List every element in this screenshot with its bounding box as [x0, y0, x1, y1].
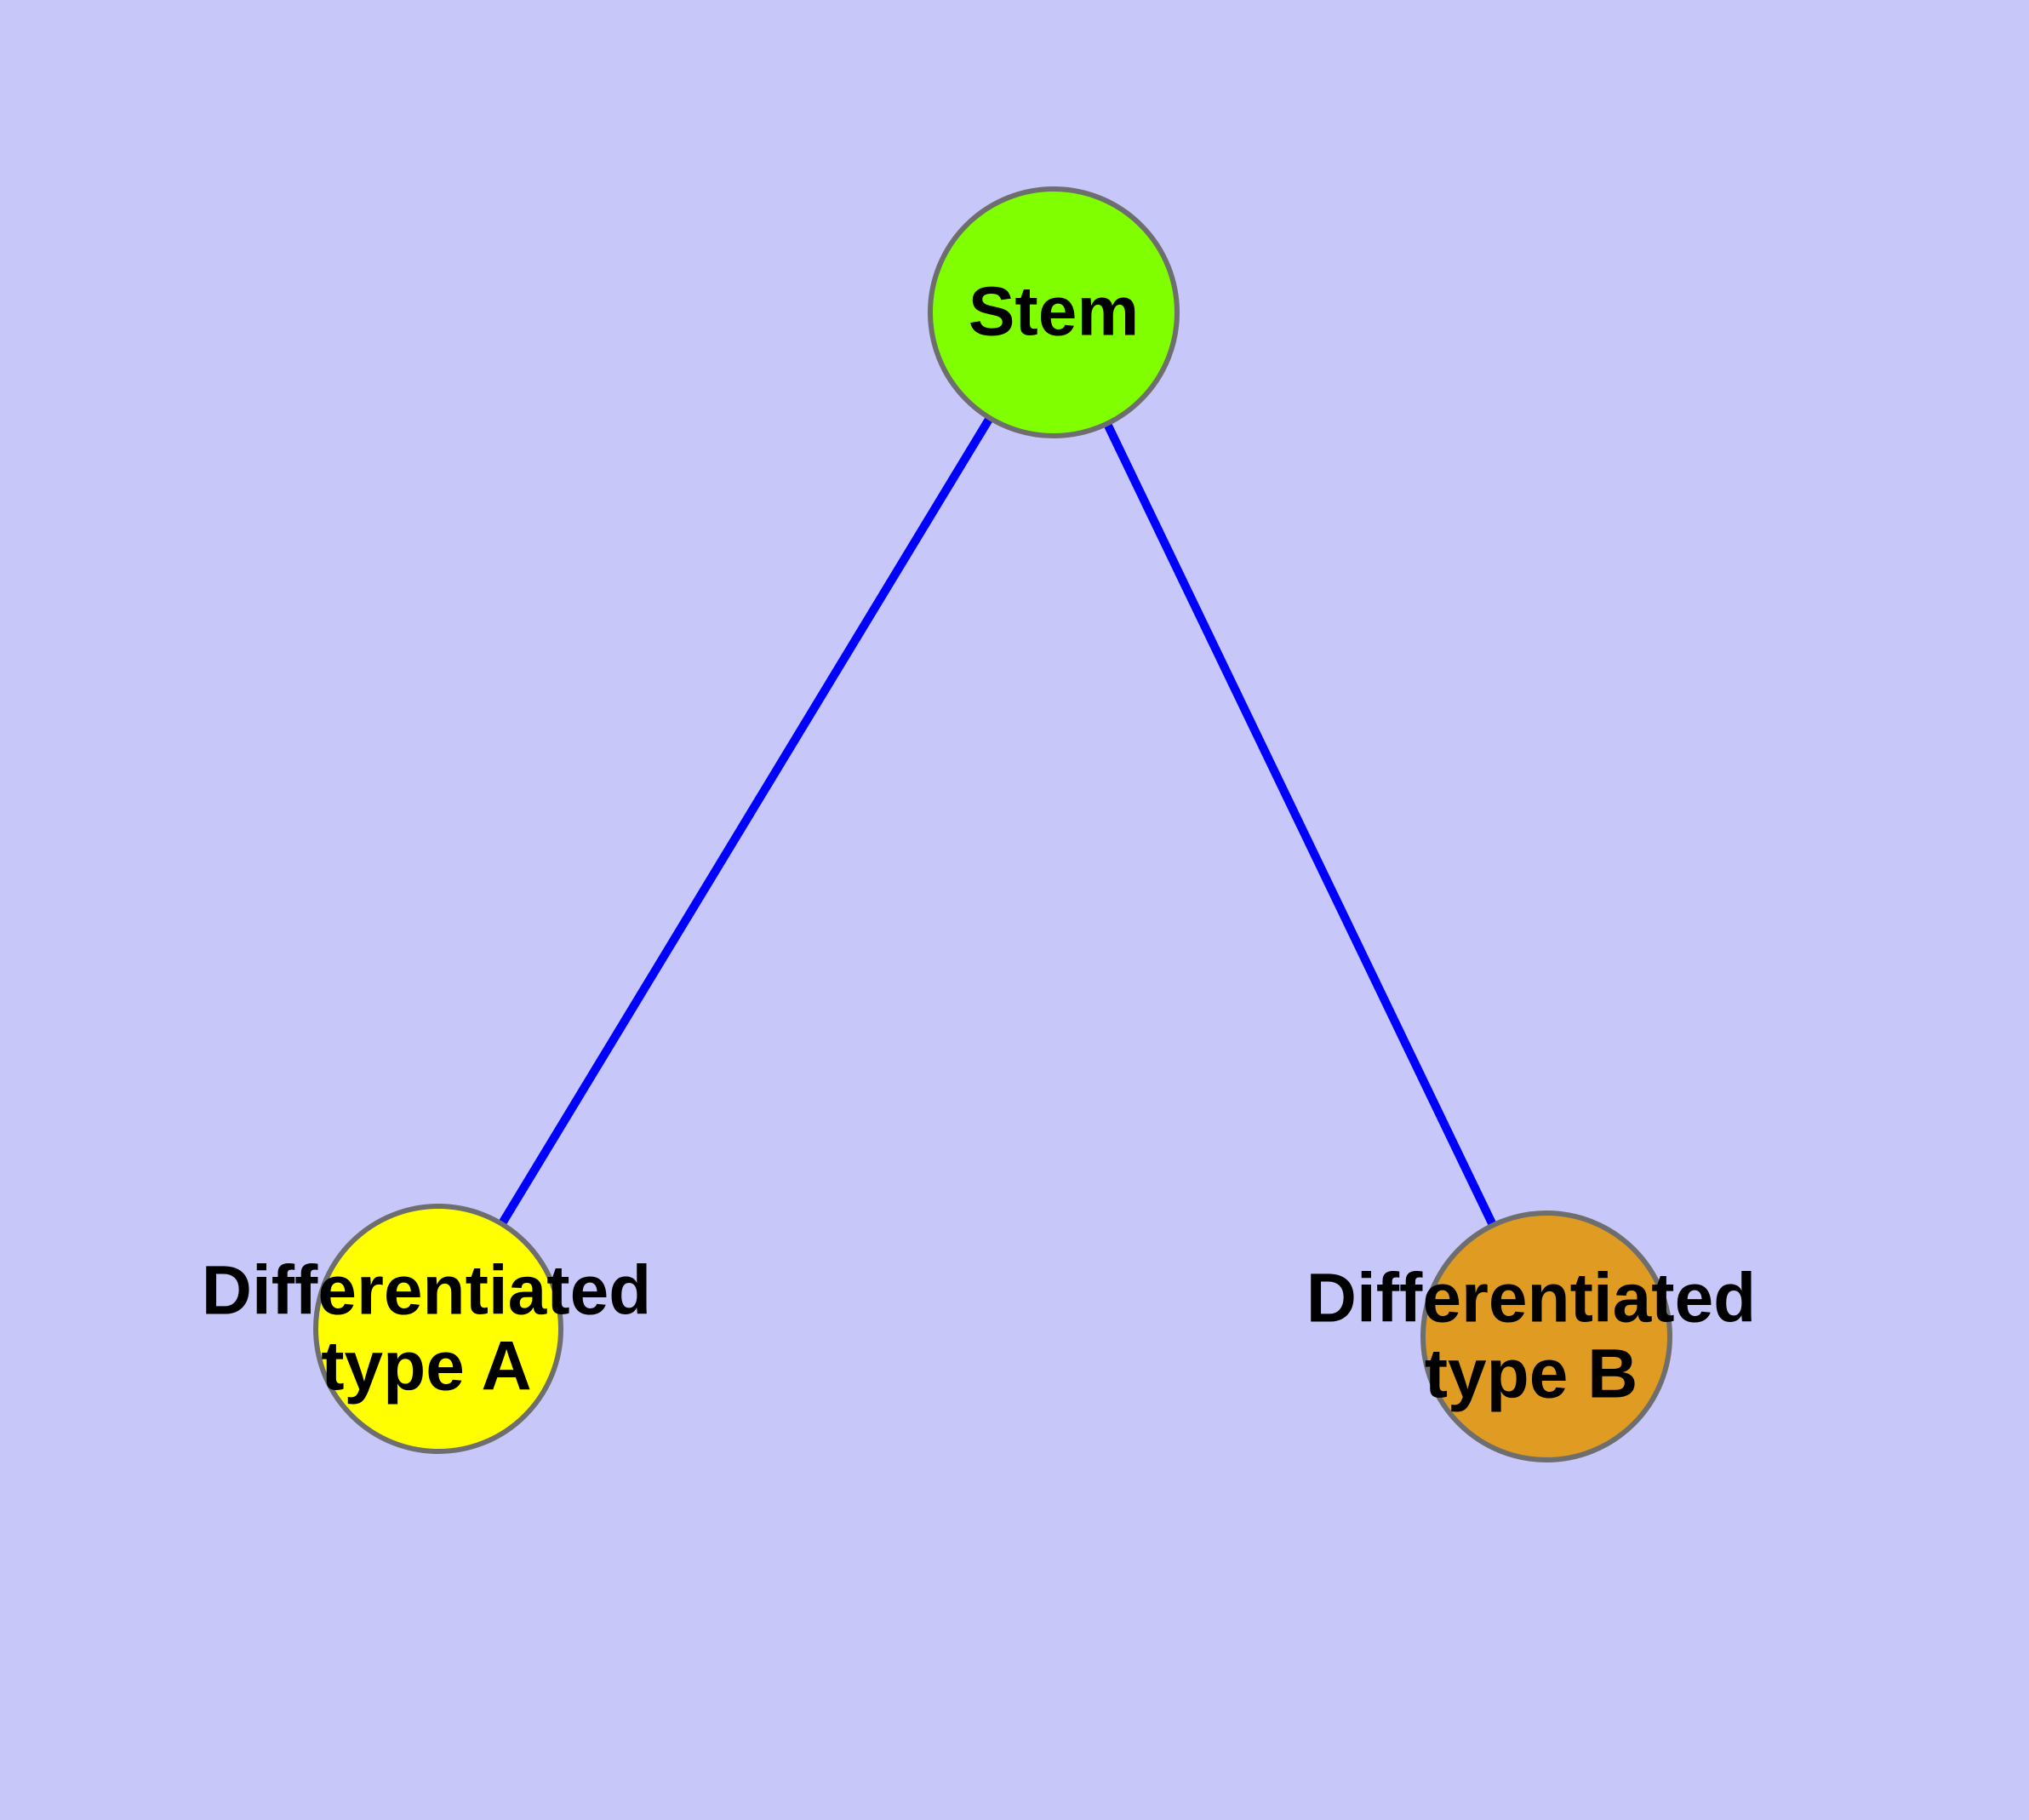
graph-node-diff-a[interactable] [313, 1204, 563, 1454]
graph-edge-stem-to-diff-a[interactable] [434, 310, 1058, 1331]
graph-node-stem[interactable] [928, 186, 1180, 438]
graph-edge-stem-to-diff-b[interactable] [1049, 310, 1551, 1339]
graph-node-diff-b[interactable] [1420, 1210, 1672, 1462]
